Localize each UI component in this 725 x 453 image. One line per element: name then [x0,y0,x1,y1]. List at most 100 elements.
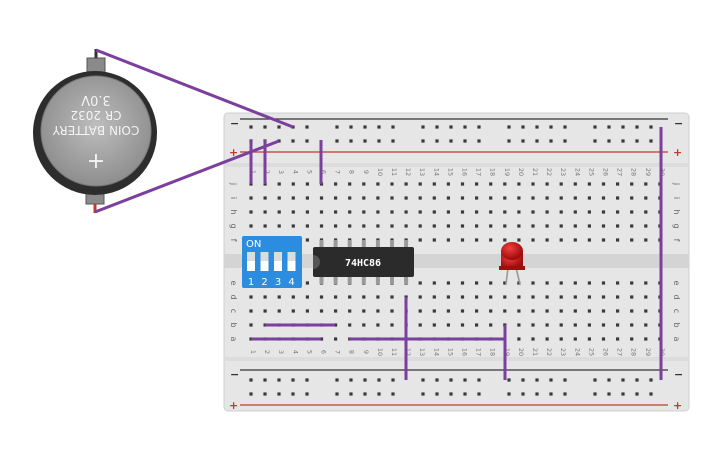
terminal-hole[interactable] [644,224,648,228]
terminal-hole[interactable] [362,210,366,214]
terminal-hole[interactable] [446,210,450,214]
terminal-hole[interactable] [319,224,324,228]
terminal-hole[interactable] [291,182,295,186]
rail-hole[interactable] [449,378,453,382]
terminal-hole[interactable] [559,295,563,299]
terminal-hole[interactable] [545,210,549,214]
rail-hole[interactable] [535,125,539,129]
rail-hole[interactable] [277,378,281,382]
rail-hole[interactable] [335,378,339,382]
rail-hole[interactable] [635,392,639,396]
terminal-hole[interactable] [630,323,634,327]
terminal-hole[interactable] [573,182,577,186]
terminal-hole[interactable] [348,323,352,327]
terminal-hole[interactable] [418,238,422,242]
terminal-hole[interactable] [334,323,338,327]
terminal-hole[interactable] [263,210,267,214]
terminal-hole[interactable] [531,309,535,313]
terminal-hole[interactable] [489,196,493,200]
terminal-hole[interactable] [587,323,591,327]
terminal-hole[interactable] [475,309,479,313]
terminal-hole[interactable] [460,196,465,200]
rail-hole[interactable] [291,139,295,143]
terminal-hole[interactable] [503,196,507,200]
terminal-hole[interactable] [460,309,465,313]
rail-hole[interactable] [435,139,439,143]
terminal-hole[interactable] [601,295,606,299]
terminal-hole[interactable] [545,337,549,341]
terminal-hole[interactable] [531,281,535,285]
rail-hole[interactable] [263,378,267,382]
terminal-hole[interactable] [531,182,535,186]
terminal-hole[interactable] [489,323,493,327]
terminal-hole[interactable] [630,309,634,313]
terminal-hole[interactable] [616,238,620,242]
terminal-hole[interactable] [573,238,577,242]
rail-hole[interactable] [305,139,309,143]
rail-hole[interactable] [449,125,453,129]
terminal-hole[interactable] [587,196,591,200]
rail-hole[interactable] [535,139,539,143]
terminal-hole[interactable] [291,210,295,214]
ic-chip[interactable]: 74HC86 [313,240,414,284]
terminal-hole[interactable] [390,182,394,186]
rail-hole[interactable] [363,392,367,396]
terminal-hole[interactable] [390,309,394,313]
terminal-hole[interactable] [489,182,493,186]
terminal-hole[interactable] [249,210,253,214]
rail-hole[interactable] [507,125,511,129]
terminal-hole[interactable] [362,196,366,200]
rail-hole[interactable] [363,378,367,382]
terminal-hole[interactable] [334,210,338,214]
rail-hole[interactable] [477,125,481,129]
rail-hole[interactable] [607,392,611,396]
rail-hole[interactable] [449,139,453,143]
terminal-hole[interactable] [305,295,309,299]
terminal-hole[interactable] [404,210,408,214]
terminal-hole[interactable] [460,281,465,285]
rail-hole[interactable] [649,125,653,129]
terminal-hole[interactable] [587,295,591,299]
rail-hole[interactable] [249,392,253,396]
terminal-hole[interactable] [404,196,408,200]
rail-hole[interactable] [349,392,353,396]
terminal-hole[interactable] [531,238,535,242]
terminal-hole[interactable] [475,196,479,200]
terminal-hole[interactable] [418,210,422,214]
terminal-hole[interactable] [559,196,563,200]
terminal-hole[interactable] [587,238,591,242]
terminal-hole[interactable] [503,295,507,299]
terminal-hole[interactable] [559,210,563,214]
terminal-hole[interactable] [601,210,606,214]
terminal-hole[interactable] [376,210,380,214]
terminal-hole[interactable] [376,224,380,228]
rail-hole[interactable] [335,392,339,396]
terminal-hole[interactable] [362,323,366,327]
terminal-hole[interactable] [616,281,620,285]
terminal-hole[interactable] [559,323,563,327]
rail-hole[interactable] [305,392,309,396]
terminal-hole[interactable] [348,295,352,299]
rail-hole[interactable] [649,392,653,396]
terminal-hole[interactable] [559,182,563,186]
terminal-hole[interactable] [446,323,450,327]
terminal-hole[interactable] [277,224,281,228]
terminal-hole[interactable] [432,295,436,299]
terminal-hole[interactable] [475,182,479,186]
terminal-hole[interactable] [573,196,577,200]
terminal-hole[interactable] [305,224,309,228]
rail-hole[interactable] [649,378,653,382]
terminal-hole[interactable] [503,281,507,285]
rail-hole[interactable] [463,392,467,396]
rail-hole[interactable] [477,378,481,382]
terminal-hole[interactable] [319,309,324,313]
terminal-hole[interactable] [517,323,521,327]
dip-toggle-slot[interactable] [247,252,255,271]
terminal-hole[interactable] [573,337,577,341]
terminal-hole[interactable] [348,182,352,186]
terminal-hole[interactable] [249,224,253,228]
rail-hole[interactable] [349,125,353,129]
terminal-hole[interactable] [291,196,295,200]
terminal-hole[interactable] [644,281,648,285]
